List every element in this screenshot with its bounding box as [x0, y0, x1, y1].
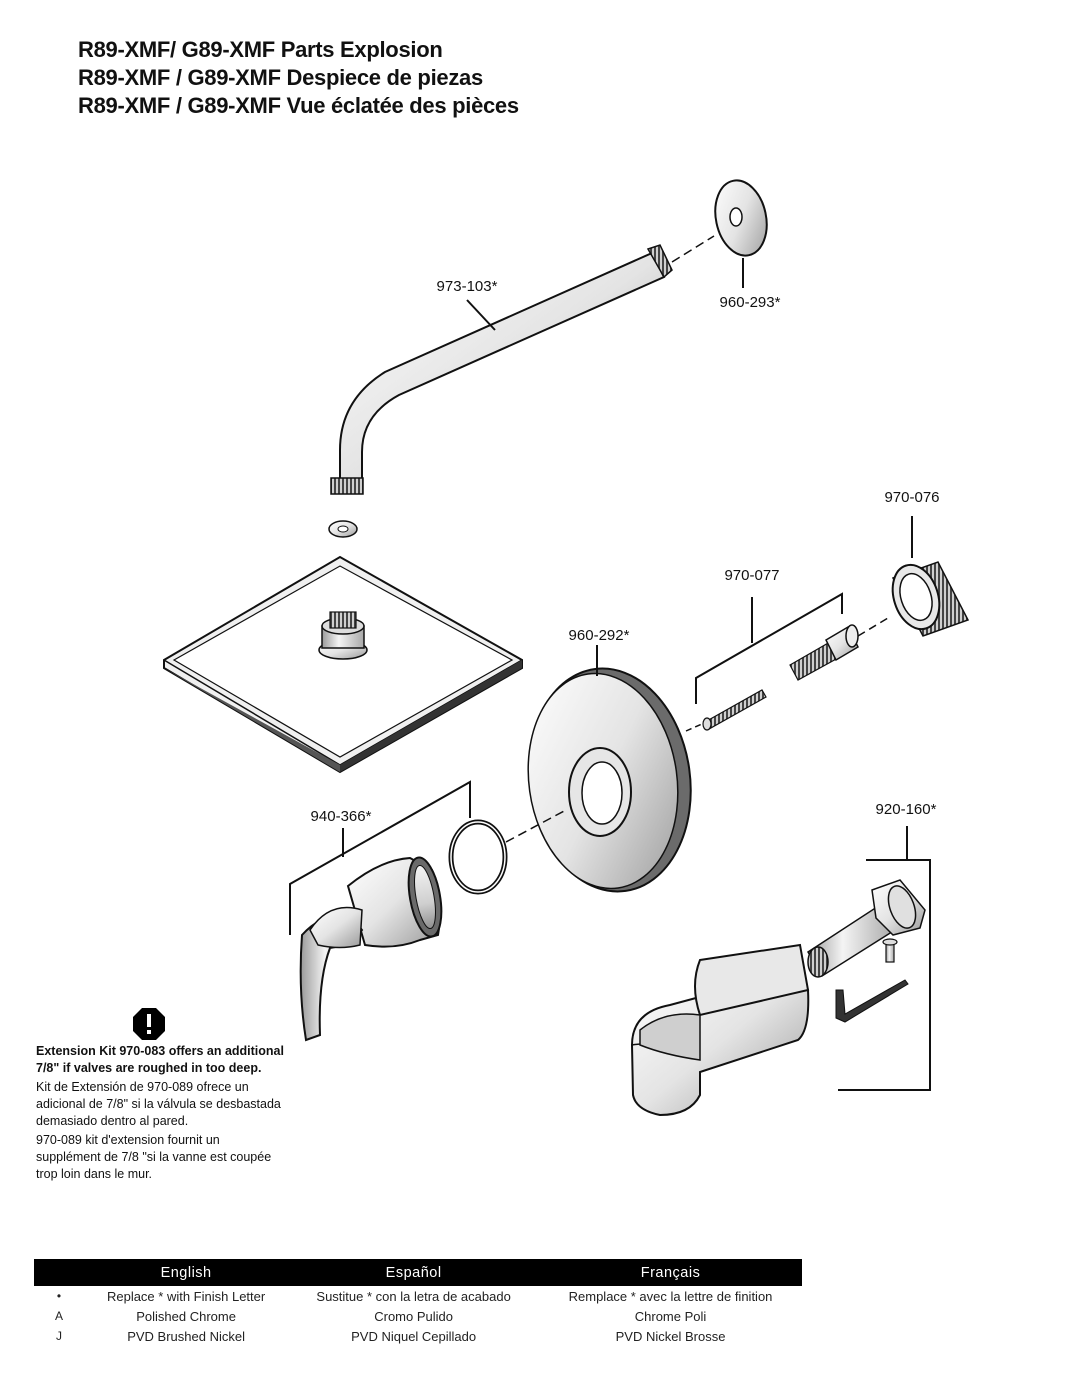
finish-french: Chrome Poli — [634, 1308, 707, 1324]
part-label-960-292: 960-292* — [569, 627, 630, 644]
allen-wrench — [835, 979, 909, 1023]
title-block: R89-XMF/ G89-XMF Parts Explosion R89-XMF… — [78, 36, 519, 120]
finish-spanish: Cromo Pulido — [374, 1308, 453, 1324]
note-french: 970-089 kit d'extension fournit un suppl… — [36, 1133, 272, 1181]
finish-english: PVD Brushed Nickel — [127, 1328, 245, 1344]
exclamation-octagon-icon — [133, 1008, 165, 1040]
finish-spanish: Sustitue * con la letra de acabado — [316, 1288, 511, 1304]
title-spanish: R89-XMF / G89-XMF Despiece de piezas — [78, 65, 483, 90]
finish-english: Replace * with Finish Letter — [106, 1288, 266, 1304]
extension-kit-note: Extension Kit 970-083 offers an addition… — [36, 1043, 286, 1185]
tub-spout — [630, 943, 810, 1117]
finish-french: PVD Nickel Brosse — [615, 1328, 726, 1344]
part-label-940-366: 940-366* — [311, 808, 372, 825]
part-label-970-076: 970-076 — [884, 489, 939, 506]
note-english: Extension Kit 970-083 offers an addition… — [36, 1044, 284, 1075]
diverter-cartridge — [806, 879, 926, 978]
washer — [328, 520, 358, 538]
bracket-940-366 — [289, 780, 471, 935]
handle-dashed-line — [505, 809, 567, 843]
title-english: R89-XMF/ G89-XMF Parts Explosion — [78, 37, 443, 62]
finish-code: A — [54, 1309, 63, 1323]
part-label-920-160: 920-160* — [876, 801, 937, 818]
table-row: J PVD Brushed Nickel PVD Niquel Cepillad… — [34, 1326, 802, 1346]
threaded-sleeve — [891, 561, 970, 637]
finish-table: English Español Français • Replace * wit… — [34, 1259, 802, 1346]
bracket-970-077 — [695, 592, 843, 704]
header-espanol: Español — [288, 1259, 540, 1286]
header-code — [34, 1259, 84, 1286]
leader-973-103 — [466, 299, 496, 331]
lever-handle — [299, 856, 443, 1042]
title-french: R89-XMF / G89-XMF Vue éclatée des pièces — [78, 93, 519, 118]
screw-dashed-line — [685, 723, 703, 732]
escutcheon-plate — [527, 667, 692, 893]
part-label-973-103: 973-103* — [437, 278, 498, 295]
arm-flange — [714, 179, 768, 257]
screw-assembly — [702, 624, 859, 731]
finish-code: J — [56, 1329, 62, 1343]
shower-arm — [330, 244, 673, 495]
table-row: A Polished Chrome Cromo Pulido Chrome Po… — [34, 1306, 802, 1326]
arm-flange-dashed-line — [671, 235, 715, 263]
header-francais: Français — [539, 1259, 802, 1286]
table-row: • Replace * with Finish Letter Sustitue … — [34, 1286, 802, 1306]
finish-spanish: PVD Niquel Cepillado — [351, 1328, 477, 1344]
bracket-920-160 — [838, 859, 931, 1091]
header-english: English — [84, 1259, 289, 1286]
part-label-960-293: 960-293* — [720, 294, 781, 311]
finish-english: Polished Chrome — [136, 1308, 236, 1324]
note-spanish: Kit de Extensión de 970-089 ofrece un ad… — [36, 1080, 281, 1128]
finish-french: Remplace * avec la lettre de finition — [568, 1288, 773, 1304]
sleeve-dashed-line — [857, 617, 889, 637]
part-label-970-077: 970-077 — [724, 567, 779, 584]
square-shower-head — [163, 555, 523, 774]
finish-code: • — [56, 1289, 62, 1303]
finish-table-header: English Español Français — [34, 1259, 802, 1286]
